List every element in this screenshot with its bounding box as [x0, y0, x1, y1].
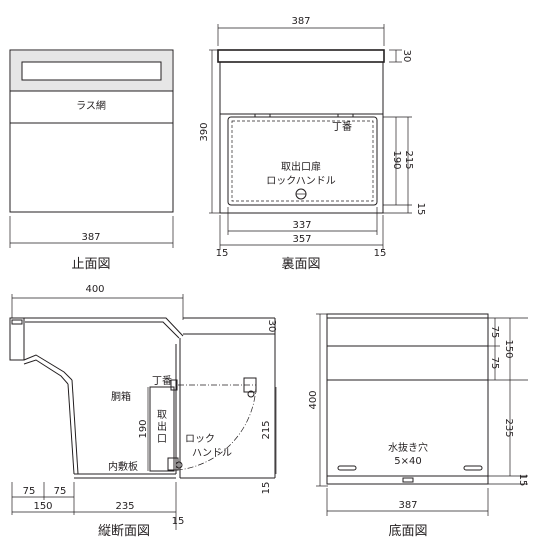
back-margin-left-label: 15 [216, 248, 229, 259]
bottom-dim-150-label: 150 [503, 339, 514, 358]
section-inner-plate-label: 内敷板 [108, 460, 138, 473]
section-box-label: 胴箱 [111, 390, 131, 403]
back-band-label: 30 [401, 50, 412, 63]
section-roof-inner [25, 321, 180, 339]
section-hinge-icon [170, 379, 178, 391]
section-dim-150-label: 150 [33, 501, 52, 512]
section-chute-inner [23, 359, 69, 385]
back-view-title: 裏面図 [281, 257, 320, 272]
section-view-title: 縦断面図 [98, 524, 150, 539]
section-dim-215-label: 215 [261, 420, 272, 439]
bottom-drain-slot-left [337, 465, 357, 471]
bottom-center-tab [402, 477, 414, 483]
bottom-width-label: 387 [398, 500, 417, 511]
front-view-title: 止面図 [71, 257, 110, 272]
back-dim-190-label: 190 [391, 150, 402, 169]
section-door-char-b: 出 [157, 420, 167, 433]
back-hinge-right [337, 113, 354, 118]
back-dim-215-label: 215 [403, 150, 414, 169]
back-view: 387 390 30 丁番 取出口扉 ロックハンドル 190 215 15 [199, 16, 426, 272]
back-dim-357-label: 357 [292, 234, 311, 245]
section-hinge-label: 丁番 [152, 375, 172, 387]
front-mesh-label: ラス網 [76, 99, 106, 112]
section-view: 400 取 出 口 丁番 30 胴箱 [9, 284, 277, 539]
section-dim-15-corner-label: 15 [172, 516, 185, 527]
section-roof-outer [12, 317, 184, 337]
section-lock-icon [167, 457, 179, 471]
back-door-panel [227, 116, 378, 206]
bottom-view-title: 底面図 [388, 523, 427, 539]
bottom-outer-frame [326, 313, 489, 485]
section-mail-slot-lip [11, 319, 23, 325]
section-lock-knob-icon [175, 461, 183, 469]
section-dim-75a-label: 75 [23, 486, 36, 497]
section-door-char-a: 取 [157, 409, 167, 421]
front-mail-slot [21, 61, 162, 81]
bottom-dim-75a-label: 75 [489, 326, 500, 339]
bottom-height-label: 400 [308, 390, 319, 409]
section-open-lock-icon [247, 390, 255, 398]
section-dim-190-label: 190 [138, 419, 149, 438]
bottom-dim-15-label: 15 [517, 474, 528, 487]
section-door-panel [149, 386, 175, 472]
back-height-label: 390 [199, 122, 210, 141]
section-mail-slot-box [9, 317, 25, 361]
section-lock-label-2: ハンドル [192, 448, 232, 459]
bottom-dim-235-label: 235 [503, 418, 514, 437]
bottom-drain-label: 水抜き穴 [388, 441, 428, 454]
section-lock-label-1: ロック [185, 433, 215, 445]
bottom-drain-slot-right [463, 465, 483, 471]
section-door-swing-arc [177, 384, 257, 471]
back-margin-right-label: 15 [374, 248, 387, 259]
section-dim-75b-label: 75 [54, 486, 67, 497]
bottom-drain-size-label: 5×40 [394, 456, 421, 467]
section-open-door-handle-icon [243, 377, 257, 393]
front-view: ラス網 387 止面図 [9, 49, 174, 272]
back-door-inner-dashed [231, 120, 374, 202]
section-chute-outer [23, 354, 73, 381]
bottom-view: 400 水抜き穴 5×40 75 75 150 235 15 387 底面図 [308, 313, 528, 539]
back-hinge-label: 丁番 [332, 121, 352, 133]
section-top-band-label: 30 [266, 320, 277, 333]
back-top-cap [217, 49, 385, 63]
section-front-wall-outer [71, 379, 79, 475]
back-door-label-1: 取出口扉 [281, 160, 321, 173]
section-door-char-c: 口 [157, 434, 167, 445]
back-width-label: 387 [291, 16, 310, 27]
section-dim-235-label: 235 [115, 501, 134, 512]
back-dim-337-label: 337 [292, 220, 311, 231]
section-width-label: 400 [85, 284, 104, 295]
section-dim-15-label: 15 [261, 482, 272, 495]
back-dim-15-label: 15 [415, 203, 426, 216]
front-width-label: 387 [81, 232, 100, 243]
back-door-label-2: ロックハンドル [266, 175, 336, 187]
bottom-dim-75b-label: 75 [489, 357, 500, 370]
back-hinge-left [254, 113, 271, 118]
front-outer-frame [9, 49, 174, 213]
section-front-wall-inner [67, 383, 75, 475]
